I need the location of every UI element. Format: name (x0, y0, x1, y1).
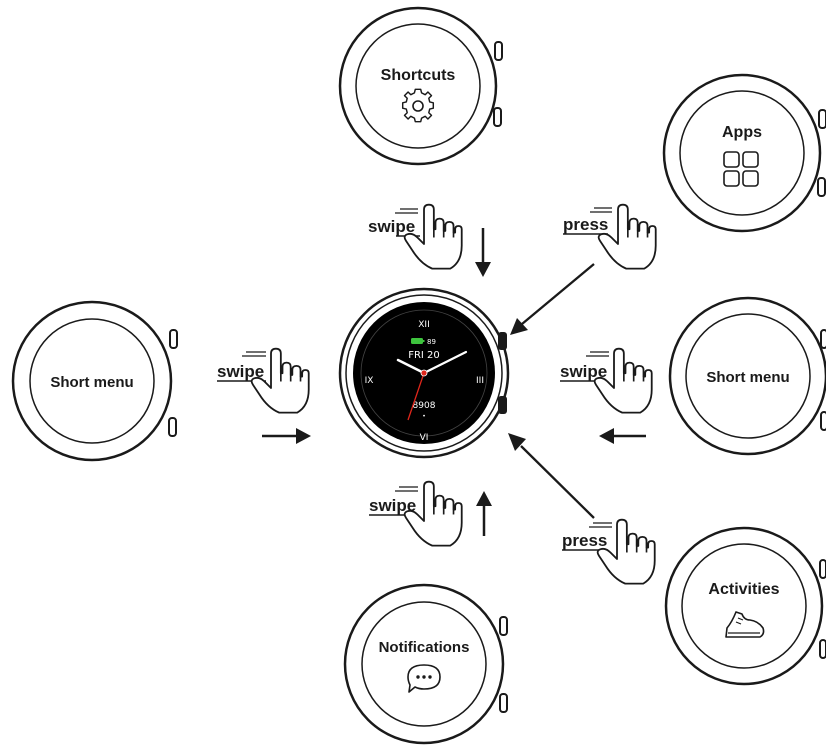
arrow-down (475, 228, 491, 277)
arrow-diagonal-down-left (510, 263, 595, 335)
watch-label-short-menu-left: Short menu (50, 374, 133, 391)
watch-label-notifications: Notifications (379, 639, 470, 656)
arrow-diagonal-up-left (508, 433, 595, 519)
battery-icon (411, 338, 425, 344)
hand-pointer-icon (593, 347, 653, 414)
watch-short-menu-right: Short menu (668, 296, 826, 456)
gesture-press-top-right: press (563, 203, 657, 270)
gesture-swipe-right: swipe (560, 347, 653, 414)
numeral-twelve: XII (418, 320, 429, 330)
watch-label-shortcuts: Shortcuts (381, 67, 456, 84)
numeral-three: III (476, 376, 484, 386)
hand-pointer-icon (403, 203, 463, 270)
watch-label-short-menu-right: Short menu (706, 369, 789, 386)
gesture-label-press-bottom-right: press (562, 531, 607, 550)
hand-pointer-icon (596, 518, 656, 585)
gear-icon (401, 88, 435, 123)
gesture-label-press-top-right: press (563, 215, 608, 234)
second-hand (407, 372, 425, 421)
arrow-up (476, 491, 492, 536)
watch-notifications: Notifications (343, 583, 508, 745)
hour-hand (396, 358, 426, 375)
gesture-swipe-bottom: swipe (369, 480, 463, 547)
arrow-right (262, 428, 311, 444)
watch-label-apps: Apps (722, 124, 762, 141)
hand-pointer-icon (250, 347, 310, 414)
battery-level: 89 (427, 338, 436, 346)
numeral-nine: IX (365, 376, 374, 386)
shoe-icon (725, 611, 765, 638)
step-count: 8908 (413, 401, 436, 411)
gesture-label-swipe-top: swipe (368, 217, 415, 236)
numeral-six: VI (420, 433, 429, 443)
apps-grid-icon (723, 151, 759, 187)
watch-shortcuts: Shortcuts (338, 6, 503, 166)
gesture-swipe-top: swipe (368, 203, 463, 270)
gesture-label-swipe-right: swipe (560, 362, 607, 381)
gesture-label-swipe-bottom: swipe (369, 496, 416, 515)
chat-bubble-icon (407, 664, 441, 693)
arrow-left (599, 428, 646, 444)
minute-hand (422, 350, 468, 375)
footprint-icon: • (422, 413, 426, 420)
gesture-press-bottom-right: press (562, 518, 656, 585)
watch-apps: Apps (662, 73, 826, 233)
gesture-swipe-left: swipe (217, 347, 310, 414)
gesture-label-swipe-left: swipe (217, 362, 264, 381)
date-display: FRI 20 (408, 350, 440, 361)
watch-short-menu-left: Short menu (11, 300, 178, 462)
center-watch: XII III VI IX 89 FRI 20 8908 • (338, 287, 510, 459)
watch-activities: Activities (664, 526, 826, 686)
watch-label-activities: Activities (708, 581, 779, 598)
